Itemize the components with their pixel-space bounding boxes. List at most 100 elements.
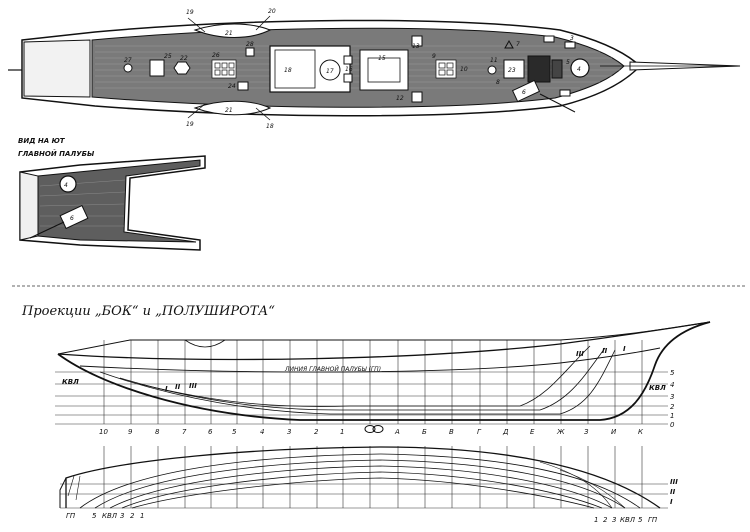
station-8: 8 (155, 428, 160, 436)
hb-left-1: 1 (140, 512, 144, 520)
hb-buttock-II: II (670, 488, 676, 496)
callout-28: 28 (246, 41, 254, 48)
station-B: Б (422, 428, 427, 436)
stern-view: ВИД НА ЮТ ГЛАВНОЙ ПАЛУБЫ 4 6 (18, 137, 206, 251)
station-Zh: Ж (556, 428, 565, 436)
callout-24: 24 (228, 83, 236, 90)
hb-left-kvl: КВЛ (102, 512, 118, 520)
station-A: А (394, 428, 400, 436)
bow-II: II (602, 347, 608, 355)
station-Z: З (584, 428, 589, 436)
hb-right-3: 3 (612, 516, 616, 524)
buttock-I: I (165, 385, 168, 393)
hb-right-2: 2 (603, 516, 608, 524)
half-breadth-deck (65, 446, 661, 509)
buttock-II: II (175, 383, 181, 391)
station-E: Е (530, 428, 535, 436)
callout-6: 6 (522, 89, 526, 96)
kvl-right: КВЛ (649, 384, 666, 392)
hb-right-1: 1 (594, 516, 598, 524)
bow-III: III (576, 350, 584, 358)
grille-10 (435, 59, 457, 79)
boat-6 (511, 79, 541, 103)
boat-bottom (193, 100, 272, 116)
callout-17: 17 (326, 68, 334, 75)
station-5: 5 (232, 428, 237, 436)
hb-right-5: 5 (638, 516, 643, 524)
fitting-27 (123, 63, 133, 73)
station-labels: 10 9 8 7 6 5 4 3 2 1 А Б В Г Д Е Ж З И К (99, 428, 644, 436)
hb-left-3: 3 (120, 512, 124, 520)
station-10: 10 (99, 428, 108, 436)
wl-2: 2 (670, 403, 675, 411)
callout-3: 3 (570, 35, 574, 42)
boat-top (193, 23, 272, 38)
callout-22: 22 (180, 55, 188, 62)
callout-8: 8 (496, 79, 500, 86)
wl-0: 0 (670, 421, 675, 429)
callout-16: 16 (345, 66, 353, 73)
station-7: 7 (182, 428, 187, 436)
hb-left-gp: ГП (66, 512, 76, 520)
callout-13: 13 (412, 43, 420, 50)
callout-18-bot: 18 (266, 123, 274, 130)
callout-25: 25 (164, 53, 172, 60)
hb-right-kvl: КВЛ (620, 516, 636, 524)
profile-keel (57, 321, 711, 421)
station-I: И (611, 428, 617, 436)
station-K: К (638, 428, 644, 436)
profile-deck-line (79, 347, 661, 373)
callout-26: 26 (212, 52, 220, 59)
hb-left-2: 2 (130, 512, 135, 520)
callout-10: 10 (460, 66, 468, 73)
fitting-25 (149, 59, 165, 77)
hatch-12 (411, 35, 423, 47)
station-9: 9 (128, 428, 133, 436)
station-3: 3 (287, 428, 291, 436)
wl-5: 5 (670, 369, 675, 377)
mast-light-front (570, 58, 590, 78)
callout-27: 27 (124, 57, 132, 64)
station-D: Д (502, 428, 509, 436)
callout-21-bot: 21 (225, 107, 233, 114)
hb-right-gp: ГП (648, 516, 658, 524)
wl-4: 4 (670, 381, 674, 389)
station-1: 1 (340, 428, 344, 436)
wl-1: 1 (670, 412, 674, 420)
fitting-11 (487, 65, 497, 75)
stern-callout-6: 6 (70, 215, 74, 222)
skylight (319, 59, 341, 81)
stern-caption-1: ВИД НА ЮТ (18, 137, 66, 145)
kvl-left: КВЛ (62, 378, 79, 386)
bow-I: I (623, 345, 626, 353)
callout-21-top: 21 (225, 30, 233, 37)
callout-7: 7 (516, 41, 520, 48)
stern-caption-2: ГЛАВНОЙ ПАЛУБЫ (18, 149, 95, 158)
callout-4: 4 (577, 66, 581, 73)
profile-view: ЛИНИЯ ГЛАВНОЙ ПАЛУБЫ (ГП) КВЛ КВЛ I II I… (55, 321, 711, 436)
stern-callout-4: 4 (64, 182, 68, 189)
station-G: Г (477, 428, 482, 436)
station-4: 4 (260, 428, 264, 436)
callout-15: 15 (378, 55, 386, 62)
profile-sheer (57, 321, 711, 361)
fitting-22 (173, 61, 191, 75)
triangle-7 (504, 39, 514, 49)
stern-mast-light (59, 175, 77, 193)
stern-area (23, 39, 91, 98)
hb-buttock-I: I (670, 498, 673, 506)
half-breadth-view: ГП 5 КВЛ 3 2 1 1 2 3 КВЛ 5 ГП III II I (59, 446, 678, 524)
windlass-23 (503, 59, 525, 79)
callout-5: 5 (566, 59, 570, 66)
station-V: В (449, 428, 454, 436)
callout-23: 23 (508, 67, 516, 74)
callout-11: 11 (490, 57, 498, 64)
callout-18: 18 (284, 67, 292, 74)
station-6: 6 (208, 428, 213, 436)
buttock-III: III (189, 382, 197, 390)
deck-line-label: ЛИНИЯ ГЛАВНОЙ ПАЛУБЫ (ГП) (284, 366, 381, 373)
callout-12: 12 (396, 95, 404, 102)
hb-buttock-III: III (670, 478, 678, 486)
callout-19-top: 19 (186, 9, 194, 16)
